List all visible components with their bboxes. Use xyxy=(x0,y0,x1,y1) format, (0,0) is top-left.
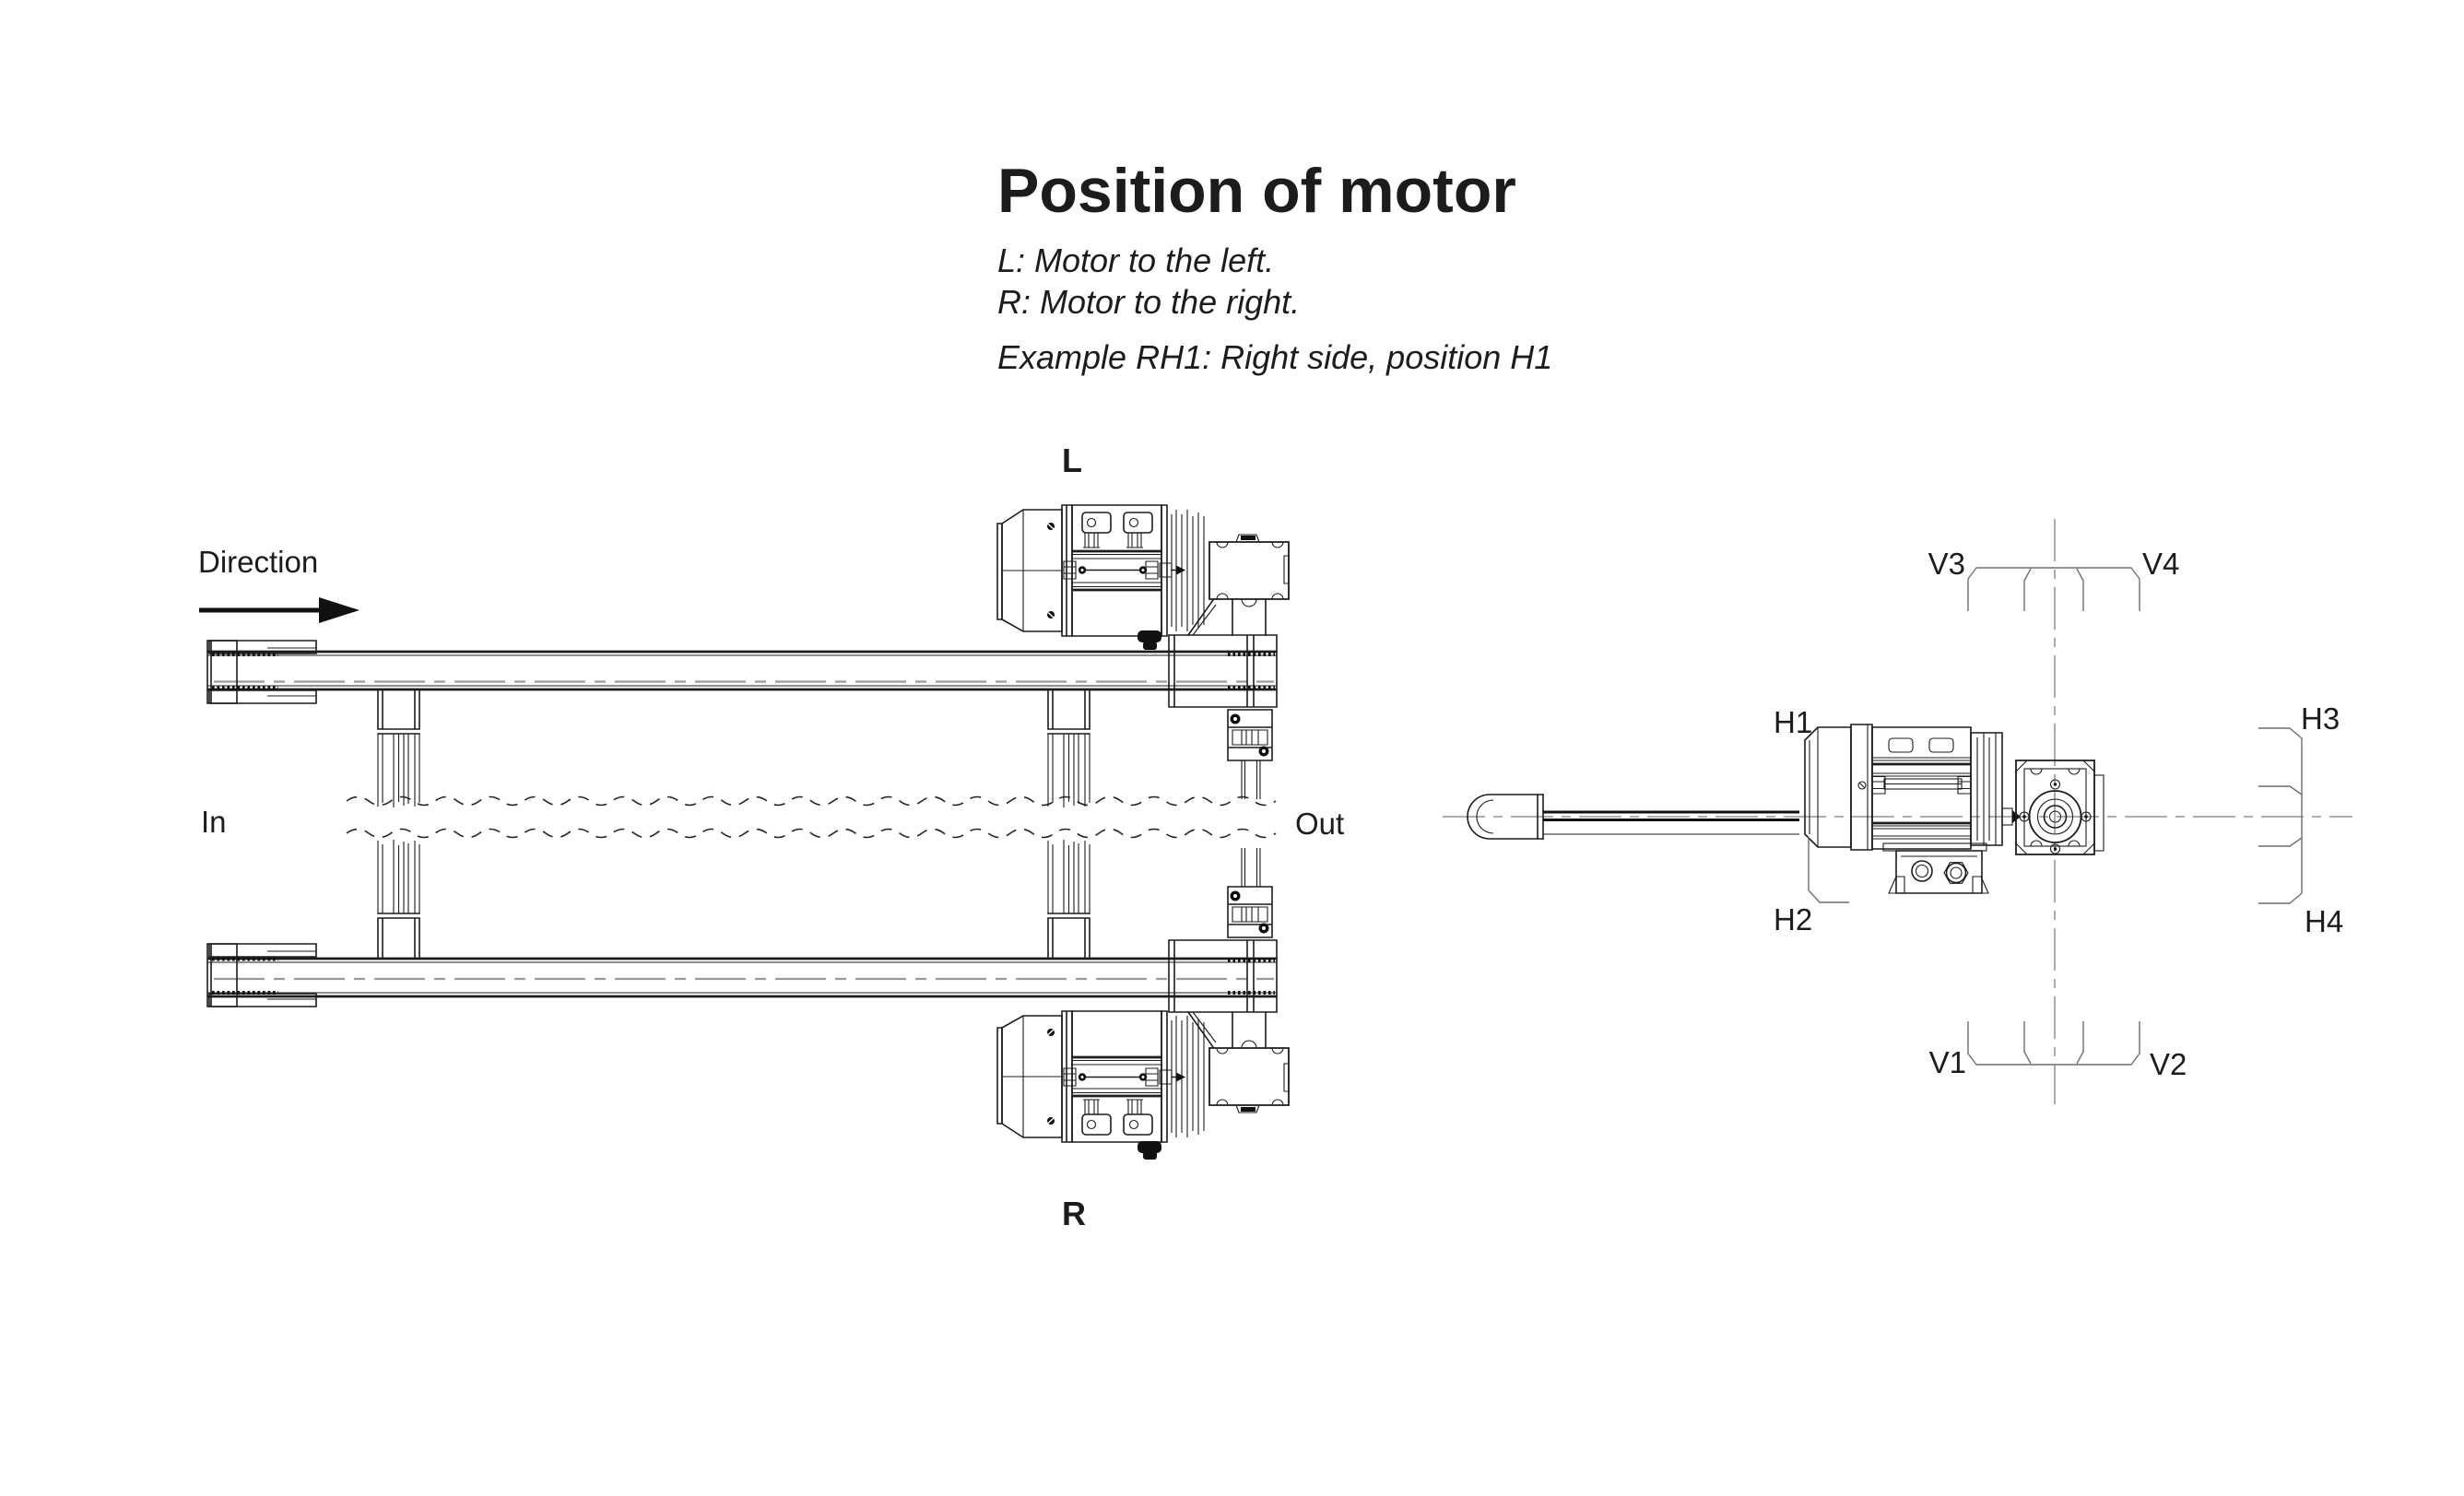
motor-left-assembly xyxy=(996,503,1291,650)
label-v3: V3 xyxy=(1928,547,1965,581)
label-out: Out xyxy=(1295,807,1344,841)
infeed-end-cap-top xyxy=(206,639,318,705)
note-motor-right: R: Motor to the right. xyxy=(997,283,1300,321)
bracket-v3-v4 xyxy=(1967,567,2140,611)
side-view: V3 V4 V1 V2 H1 H2 H3 H4 xyxy=(1443,519,2352,1104)
plan-view: Direction xyxy=(198,442,1344,1232)
conveyor-side-bar xyxy=(1467,794,1799,840)
header-text: Position of motor L: Motor to the left. … xyxy=(997,156,1552,376)
break-lines xyxy=(346,795,1277,839)
conveyor-bottom-rail xyxy=(207,957,1277,998)
label-motor-left: L xyxy=(1062,442,1082,479)
note-motor-left: L: Motor to the left. xyxy=(997,241,1274,279)
direction-label: Direction xyxy=(198,545,318,579)
tensioner-block-bottom xyxy=(1227,886,1273,938)
bracket-h2-leader xyxy=(1808,837,1849,903)
label-motor-right: R xyxy=(1062,1195,1086,1232)
bracket-h3-h4 xyxy=(2258,727,2303,904)
bracket-v1-v2 xyxy=(1967,1021,2140,1066)
label-h3: H3 xyxy=(2301,701,2340,736)
bracket-v3-v4-inner xyxy=(2023,568,2084,611)
label-v4: V4 xyxy=(2142,547,2179,581)
support-leg xyxy=(1047,689,1091,808)
label-v1: V1 xyxy=(1929,1045,1966,1079)
note-example: Example RH1: Right side, position H1 xyxy=(997,338,1552,376)
head-block-top xyxy=(1167,633,1279,709)
label-v2: V2 xyxy=(2150,1047,2187,1081)
motor-right-assembly xyxy=(996,1009,1291,1160)
support-leg xyxy=(377,689,420,808)
tensioner-block-top xyxy=(1227,709,1273,761)
flange-bolts xyxy=(2019,779,2092,854)
tensioner-bar-top xyxy=(1241,760,1261,799)
direction-arrow-icon xyxy=(199,597,360,623)
label-h2: H2 xyxy=(1774,902,1812,936)
label-h4: H4 xyxy=(2305,904,2343,938)
head-block-bottom xyxy=(1167,938,1279,1014)
bracket-h3-h4-inner xyxy=(2258,785,2303,847)
page-title: Position of motor xyxy=(997,156,1516,226)
motor-side-assembly xyxy=(1804,724,2104,894)
conveyor-top-rail xyxy=(207,650,1277,691)
support-leg xyxy=(1047,839,1091,959)
label-in: In xyxy=(201,805,227,839)
support-leg xyxy=(377,839,420,959)
bracket-v1-v2-inner xyxy=(2023,1021,2084,1065)
label-h1: H1 xyxy=(1774,705,1812,739)
tensioner-bar-bottom xyxy=(1241,848,1261,887)
